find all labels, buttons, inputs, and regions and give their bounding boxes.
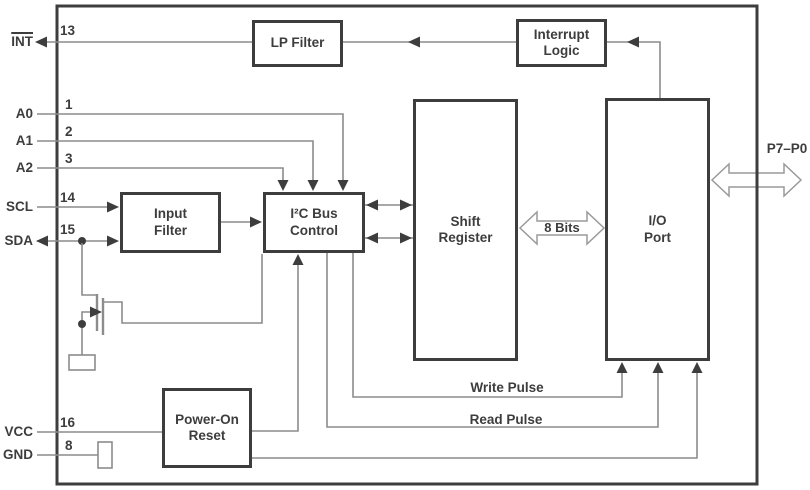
pin-number-scl: 14 <box>60 190 76 205</box>
wire-por-to-ioport <box>252 362 703 459</box>
block-io-port: I/O Port <box>605 98 710 361</box>
wire-a0 <box>37 113 349 191</box>
wire-por-to-i2c <box>252 254 304 432</box>
pin-label-scl: SCL <box>6 199 33 214</box>
pin-label-a2: A2 <box>15 160 33 175</box>
block-shift-register: Shift Register <box>413 99 518 361</box>
block-input-filter: Input Filter <box>120 192 221 253</box>
gnd-pad <box>97 441 113 469</box>
pin-number-a0: 1 <box>65 97 73 112</box>
pin-label-a1: A1 <box>15 133 33 148</box>
pin-number-vcc: 16 <box>60 415 76 430</box>
block-power-on-reset-label: Power-On Reset <box>175 411 239 443</box>
block-lp-filter-label: LP Filter <box>270 35 325 51</box>
wire-label-write-pulse: Write Pulse <box>470 380 544 395</box>
block-i2c-bus-control-label: I²C Bus Control <box>290 206 338 238</box>
block-io-port-label: I/O Port <box>644 213 671 245</box>
eight-bits-bus-arrow <box>518 210 606 246</box>
block-input-filter-label: Input Filter <box>153 206 187 238</box>
pin-label-p7-p0: P7–P0 <box>766 141 808 156</box>
wire-label-read-pulse: Read Pulse <box>469 412 543 427</box>
pin-label-gnd: GND <box>3 447 33 462</box>
pin-label-int: INT <box>11 34 33 49</box>
pin-label-vcc: VCC <box>4 424 33 439</box>
wire-read-pulse <box>326 253 664 428</box>
block-lp-filter: LP Filter <box>252 20 343 67</box>
wire-int <box>35 36 252 48</box>
wire-interrupt-to-lpfilter <box>343 36 516 48</box>
pin-number-a2: 3 <box>65 151 73 166</box>
chip-outline <box>55 4 759 486</box>
wire-inputfilter-to-i2c <box>220 216 262 228</box>
wire-a1 <box>37 140 319 191</box>
pin-number-sda: 15 <box>60 222 76 237</box>
wire-i2c-shift-bus <box>365 199 413 244</box>
pin-number-a1: 2 <box>65 124 73 139</box>
block-power-on-reset: Power-On Reset <box>162 388 252 468</box>
block-interrupt-logic-label: Interrupt Logic <box>533 26 590 58</box>
wire-sda <box>36 235 119 247</box>
wire-ioport-to-interrupt <box>607 36 661 98</box>
wire-gnd <box>37 441 113 469</box>
block-i2c-bus-control: I²C Bus Control <box>263 192 365 253</box>
pin-label-a0: A0 <box>15 106 33 121</box>
pin-number-gnd: 8 <box>65 438 73 453</box>
pin-number-int: 13 <box>60 23 76 38</box>
wire-label-8-bits: 8 Bits <box>544 220 580 235</box>
wire-scl <box>37 201 119 213</box>
block-shift-register-label: Shift Register <box>438 213 493 245</box>
wire-write-pulse <box>352 253 628 398</box>
block-interrupt-logic: Interrupt Logic <box>516 19 607 67</box>
mosfet-symbol <box>68 243 263 371</box>
pin-label-sda: SDA <box>4 233 33 248</box>
substrate-pad <box>68 354 96 371</box>
wire-a2 <box>37 167 289 191</box>
